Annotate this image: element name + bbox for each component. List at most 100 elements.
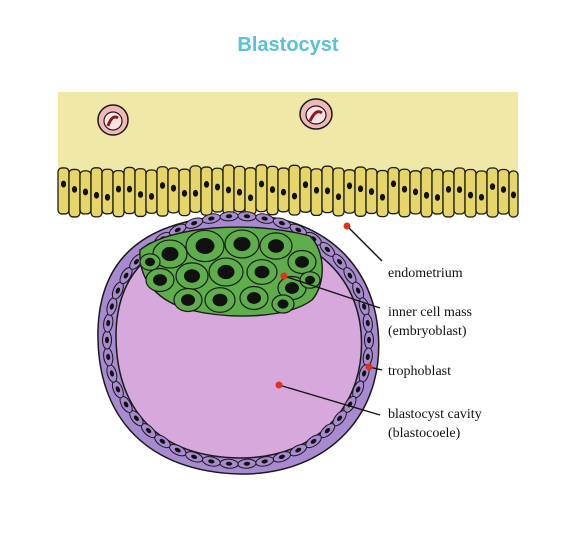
trophoblast-nucleus xyxy=(324,427,331,434)
inner-cell-nucleus xyxy=(254,265,270,279)
pointer-dot-endometrium xyxy=(343,222,351,230)
epithelial-nucleus xyxy=(401,185,408,193)
inner-cell-nucleus xyxy=(233,236,251,252)
epithelial-nucleus xyxy=(148,193,155,200)
epithelial-nucleus xyxy=(390,180,397,188)
epithelial-cell xyxy=(145,169,158,214)
epithelial-nucleus xyxy=(93,191,100,199)
epithelial-nucleus xyxy=(456,186,463,193)
trophoblast-nucleus xyxy=(106,319,111,327)
epithelial-nucleus xyxy=(368,188,375,195)
trophoblast-nucleus xyxy=(105,336,109,344)
epithelial-nucleus xyxy=(137,191,144,198)
label-blastocoele: (blastocoele) xyxy=(388,426,461,441)
trophoblast-nucleus xyxy=(367,336,371,344)
inner-cell-nucleus xyxy=(153,274,167,286)
label-trophoblast: trophoblast xyxy=(388,364,451,379)
endometrial-epithelium xyxy=(57,164,519,218)
trophoblast-nucleus xyxy=(295,227,302,233)
label-endometrium: endometrium xyxy=(388,266,463,281)
trophoblast-nucleus xyxy=(295,447,302,453)
pointer-dot-inner-cell-mass xyxy=(280,272,288,280)
trophoblast-nucleus xyxy=(174,227,181,233)
trophoblast-nucleus xyxy=(310,438,317,444)
inner-cell-nucleus xyxy=(268,239,284,253)
trophoblast-nucleus xyxy=(261,216,268,221)
epithelial-cell xyxy=(57,167,70,215)
epithelial-cell xyxy=(68,168,81,218)
endometrial-stroma xyxy=(58,92,518,172)
epithelial-nucleus xyxy=(489,183,496,191)
inner-cell-nucleus xyxy=(181,294,195,306)
epithelial-cell xyxy=(189,165,202,214)
trophoblast-nucleus xyxy=(243,214,251,219)
epithelial-cell xyxy=(332,167,345,217)
epithelial-nucleus xyxy=(126,185,133,193)
epithelial-nucleus xyxy=(71,185,78,193)
epithelial-nucleus xyxy=(467,191,474,199)
trophoblast-nucleus xyxy=(225,461,233,466)
inner-cell-nucleus xyxy=(277,299,289,309)
epithelial-cell xyxy=(475,170,488,215)
epithelial-nucleus xyxy=(258,180,265,188)
trophoblast-nucleus xyxy=(191,454,198,460)
trophoblast-nucleus xyxy=(362,370,367,377)
trophoblast-nucleus xyxy=(347,272,353,279)
inner-cell-nucleus xyxy=(161,246,179,262)
inner-cell-nucleus xyxy=(195,238,215,254)
epithelial-cell xyxy=(156,166,169,217)
epithelial-nucleus xyxy=(357,185,364,193)
epithelial-nucleus xyxy=(159,182,166,189)
epithelial-cell xyxy=(343,169,356,214)
epithelial-cell xyxy=(442,170,455,218)
epithelial-nucleus xyxy=(434,194,441,201)
epithelial-cell xyxy=(288,164,301,216)
figure-title: Blastocyst xyxy=(237,34,339,56)
epithelial-nucleus xyxy=(181,189,188,197)
trophoblast-nucleus xyxy=(243,461,251,466)
trophoblast-nucleus xyxy=(123,401,129,408)
trophoblast-nucleus xyxy=(109,370,114,377)
inner-cell-nucleus xyxy=(285,282,299,294)
trophoblast-nucleus xyxy=(123,272,129,279)
epithelial-nucleus xyxy=(510,191,517,199)
epithelial-cell xyxy=(112,169,125,218)
trophoblast-nucleus xyxy=(208,216,215,221)
epithelial-cell xyxy=(255,164,268,213)
trophoblast-nucleus xyxy=(159,438,166,444)
trophoblast-nucleus xyxy=(355,386,361,393)
epithelial-nucleus xyxy=(192,189,199,197)
trophoblast-nucleus xyxy=(337,415,343,422)
epithelial-nucleus xyxy=(236,188,243,196)
trophoblast-nucleus xyxy=(225,214,233,219)
uterine-gland-left xyxy=(97,104,129,136)
epithelial-cell xyxy=(200,166,213,216)
epithelial-nucleus xyxy=(412,188,419,196)
epithelial-nucleus xyxy=(280,188,287,196)
epithelial-nucleus xyxy=(214,183,221,191)
inner-cell-nucleus xyxy=(247,292,261,304)
epithelial-nucleus xyxy=(335,193,342,201)
trophoblast-nucleus xyxy=(365,319,370,327)
trophoblast-nucleus xyxy=(208,459,215,464)
label-embryoblast: (embryoblast) xyxy=(388,324,467,339)
blastocyst xyxy=(97,211,380,475)
trophoblast-nucleus xyxy=(191,220,198,226)
epithelial-nucleus xyxy=(302,181,309,189)
trophoblast-nucleus xyxy=(278,454,285,460)
pointer-line-endometrium xyxy=(346,225,383,262)
inner-cell-nucleus xyxy=(305,275,315,285)
label-inner-cell-mass: inner cell mass xyxy=(388,305,472,320)
epithelial-cell xyxy=(376,169,389,218)
trophoblast-nucleus xyxy=(261,459,268,464)
trophoblast-nucleus xyxy=(133,415,139,422)
trophoblast-nucleus xyxy=(365,353,370,361)
inner-cell-nucleus xyxy=(145,257,155,267)
trophoblast-nucleus xyxy=(324,246,331,253)
epithelial-nucleus xyxy=(346,182,353,190)
epithelial-nucleus xyxy=(104,193,111,201)
epithelial-cell xyxy=(486,167,499,218)
epithelial-nucleus xyxy=(170,184,177,192)
